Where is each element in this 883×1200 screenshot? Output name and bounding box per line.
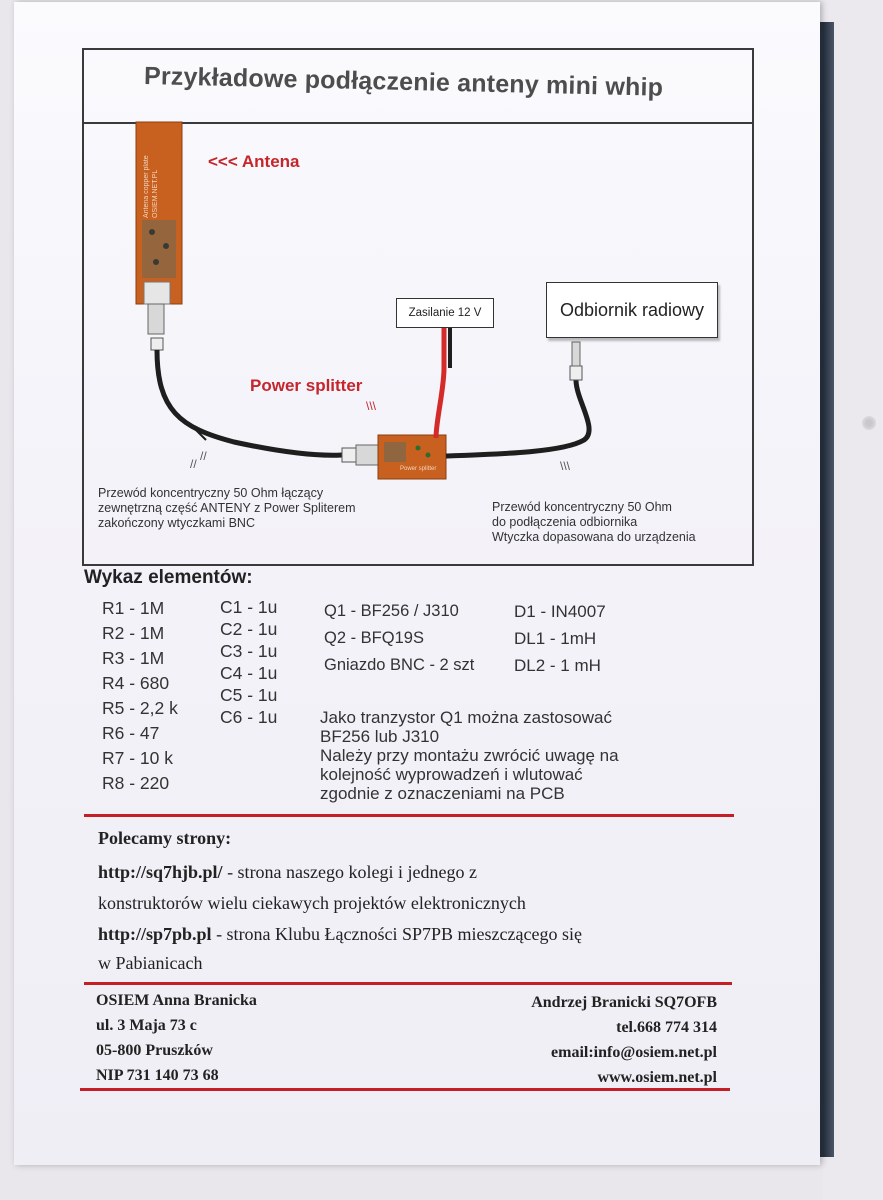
recommended-line-4: w Pabianicach (98, 953, 203, 973)
splitter-label: Power splitter (250, 376, 363, 395)
link-sp7pb[interactable]: http://sp7pb.pl (98, 924, 212, 944)
antenna-bnc-socket (143, 281, 171, 305)
recommended-line-1: http://sq7hjb.pl/ - strona naszego koleg… (98, 862, 477, 883)
svg-text://: // (200, 449, 207, 463)
contact-line: 05-800 Pruszków (96, 1042, 213, 1059)
note-line: Wtyczka dopasowana do urządzenia (492, 530, 696, 544)
antenna-pcb-text: Antena copper plate OSIEM.NET.PL (142, 128, 176, 218)
components-heading: Wykaz elementów: (84, 567, 253, 588)
receiver-box: Odbiornik radiowy (546, 282, 718, 338)
divider-rule (80, 1088, 730, 1091)
contact-line: NIP 731 140 73 68 (96, 1067, 219, 1084)
splitter-pcb-text: Power splitter (400, 466, 437, 472)
note-line: zakończony wtyczkami BNC (98, 516, 255, 530)
note-line: BF256 lub J310 (320, 727, 440, 746)
power-supply-box: Zasilanie 12 V (396, 298, 494, 328)
cable-right-note: Przewód koncentryczny 50 Ohm do podłącze… (492, 500, 696, 545)
component-item: R6 - 47 (102, 723, 160, 743)
component-item: C5 - 1u (220, 685, 278, 705)
component-item: DL2 - 1 mH (514, 656, 601, 675)
component-item: C4 - 1u (220, 663, 278, 683)
component-item: R2 - 1M (102, 623, 165, 643)
note-line: Należy przy montażu zwrócić uwagę na (320, 746, 619, 765)
contact-line: OSIEM Anna Branicka (96, 992, 257, 1009)
recommended-line-3: http://sp7pb.pl - strona Klubu Łączności… (98, 924, 582, 945)
note-line: zgodnie z oznaczeniami na PCB (320, 784, 565, 803)
component-item: DL1 - 1mH (514, 629, 597, 648)
component-item: C2 - 1u (220, 619, 278, 639)
contact-line: ul. 3 Maja 73 c (96, 1017, 197, 1034)
note-line: kolejność wyprowadzeń i wlutować (320, 765, 583, 784)
contact-email[interactable]: email:info@osiem.net.pl (551, 1044, 717, 1061)
coax-cable-receiver (445, 379, 592, 459)
link-sq7hjb[interactable]: http://sq7hjb.pl/ (98, 862, 223, 882)
antenna-label: <<< Antena (208, 152, 300, 171)
svg-text://: // (190, 457, 197, 471)
component-item: R7 - 10 k (102, 748, 173, 768)
diagram-graphics: // // \\\ \\\ (135, 121, 592, 480)
antenna-pcb-text-line: Antena (143, 195, 150, 218)
component-item: R1 - 1M (102, 598, 165, 618)
components-diodes: D1 - IN4007 DL1 - 1mH DL2 - 1 mH (514, 598, 606, 679)
note-line: Przewód koncentryczny 50 Ohm (492, 500, 672, 514)
divider-rule (84, 982, 732, 985)
component-item: R8 - 220 (102, 773, 170, 793)
contact-website[interactable]: www.osiem.net.pl (597, 1069, 717, 1086)
divider-rule (84, 814, 734, 817)
component-item: R5 - 2,2 k (102, 698, 178, 718)
component-item: R3 - 1M (102, 648, 165, 668)
antenna-pcb-text-line: copper plate (143, 155, 150, 194)
contact-line: Andrzej Branicki SQ7OFB (531, 994, 717, 1011)
svg-text:\\\: \\\ (366, 399, 377, 413)
note-line: Jako tranzystor Q1 można zastosować (320, 708, 612, 727)
note-line: Przewód koncentryczny 50 Ohm łączący (98, 486, 324, 500)
components-capacitors: C1 - 1u C2 - 1u C3 - 1u C4 - 1u C5 - 1u … (220, 596, 277, 728)
contact-company: OSIEM Anna Branicka ul. 3 Maja 73 c 05-8… (96, 988, 257, 1088)
component-item: C1 - 1u (220, 597, 278, 617)
components-resistors: R1 - 1M R2 - 1M R3 - 1M R4 - 680 R5 - 2,… (102, 596, 178, 796)
component-item: Gniazdo BNC - 2 szt (324, 656, 475, 674)
components-transistors: Q1 - BF256 / J310 Q2 - BFQ19S Gniazdo BN… (324, 598, 474, 679)
component-item: Q1 - BF256 / J310 (324, 602, 459, 620)
note-line: zewnętrzną część ANTENY z Power Splitere… (98, 501, 356, 515)
contact-person: Andrzej Branicki SQ7OFB tel.668 774 314 … (531, 990, 717, 1090)
component-item: Q2 - BFQ19S (324, 629, 424, 647)
antenna-pcb-text-line: OSIEM.NET.PL (152, 169, 159, 218)
power-wire-red (433, 312, 447, 439)
assembly-note: Jako tranzystor Q1 można zastosować BF25… (320, 708, 619, 803)
component-item: D1 - IN4007 (514, 602, 606, 621)
component-item: C3 - 1u (220, 641, 278, 661)
component-item: R4 - 680 (102, 673, 170, 693)
cable-left-note: Przewód koncentryczny 50 Ohm łączący zew… (98, 486, 356, 531)
note-line: do podłączenia odbiornika (492, 515, 638, 529)
diagram-title-box: Przykładowe podłączenie anteny mini whip (84, 50, 752, 124)
link-description: - strona Klubu Łączności SP7PB mieszcząc… (211, 924, 582, 944)
wiring-diagram: Przykładowe podłączenie anteny mini whip… (82, 48, 754, 566)
antenna-components (142, 220, 176, 278)
coax-cable-antenna (154, 349, 343, 458)
component-item: C6 - 1u (220, 707, 278, 727)
antenna-bnc-plug (147, 303, 165, 335)
svg-text:\\\: \\\ (560, 459, 571, 473)
contact-phone: tel.668 774 314 (616, 1019, 717, 1036)
wall-hole (862, 416, 876, 430)
recommended-heading: Polecamy strony: (98, 828, 232, 848)
recommended-line-2: konstruktorów wielu ciekawych projektów … (98, 893, 526, 913)
link-description: - strona naszego kolegi i jednego z (222, 862, 477, 882)
